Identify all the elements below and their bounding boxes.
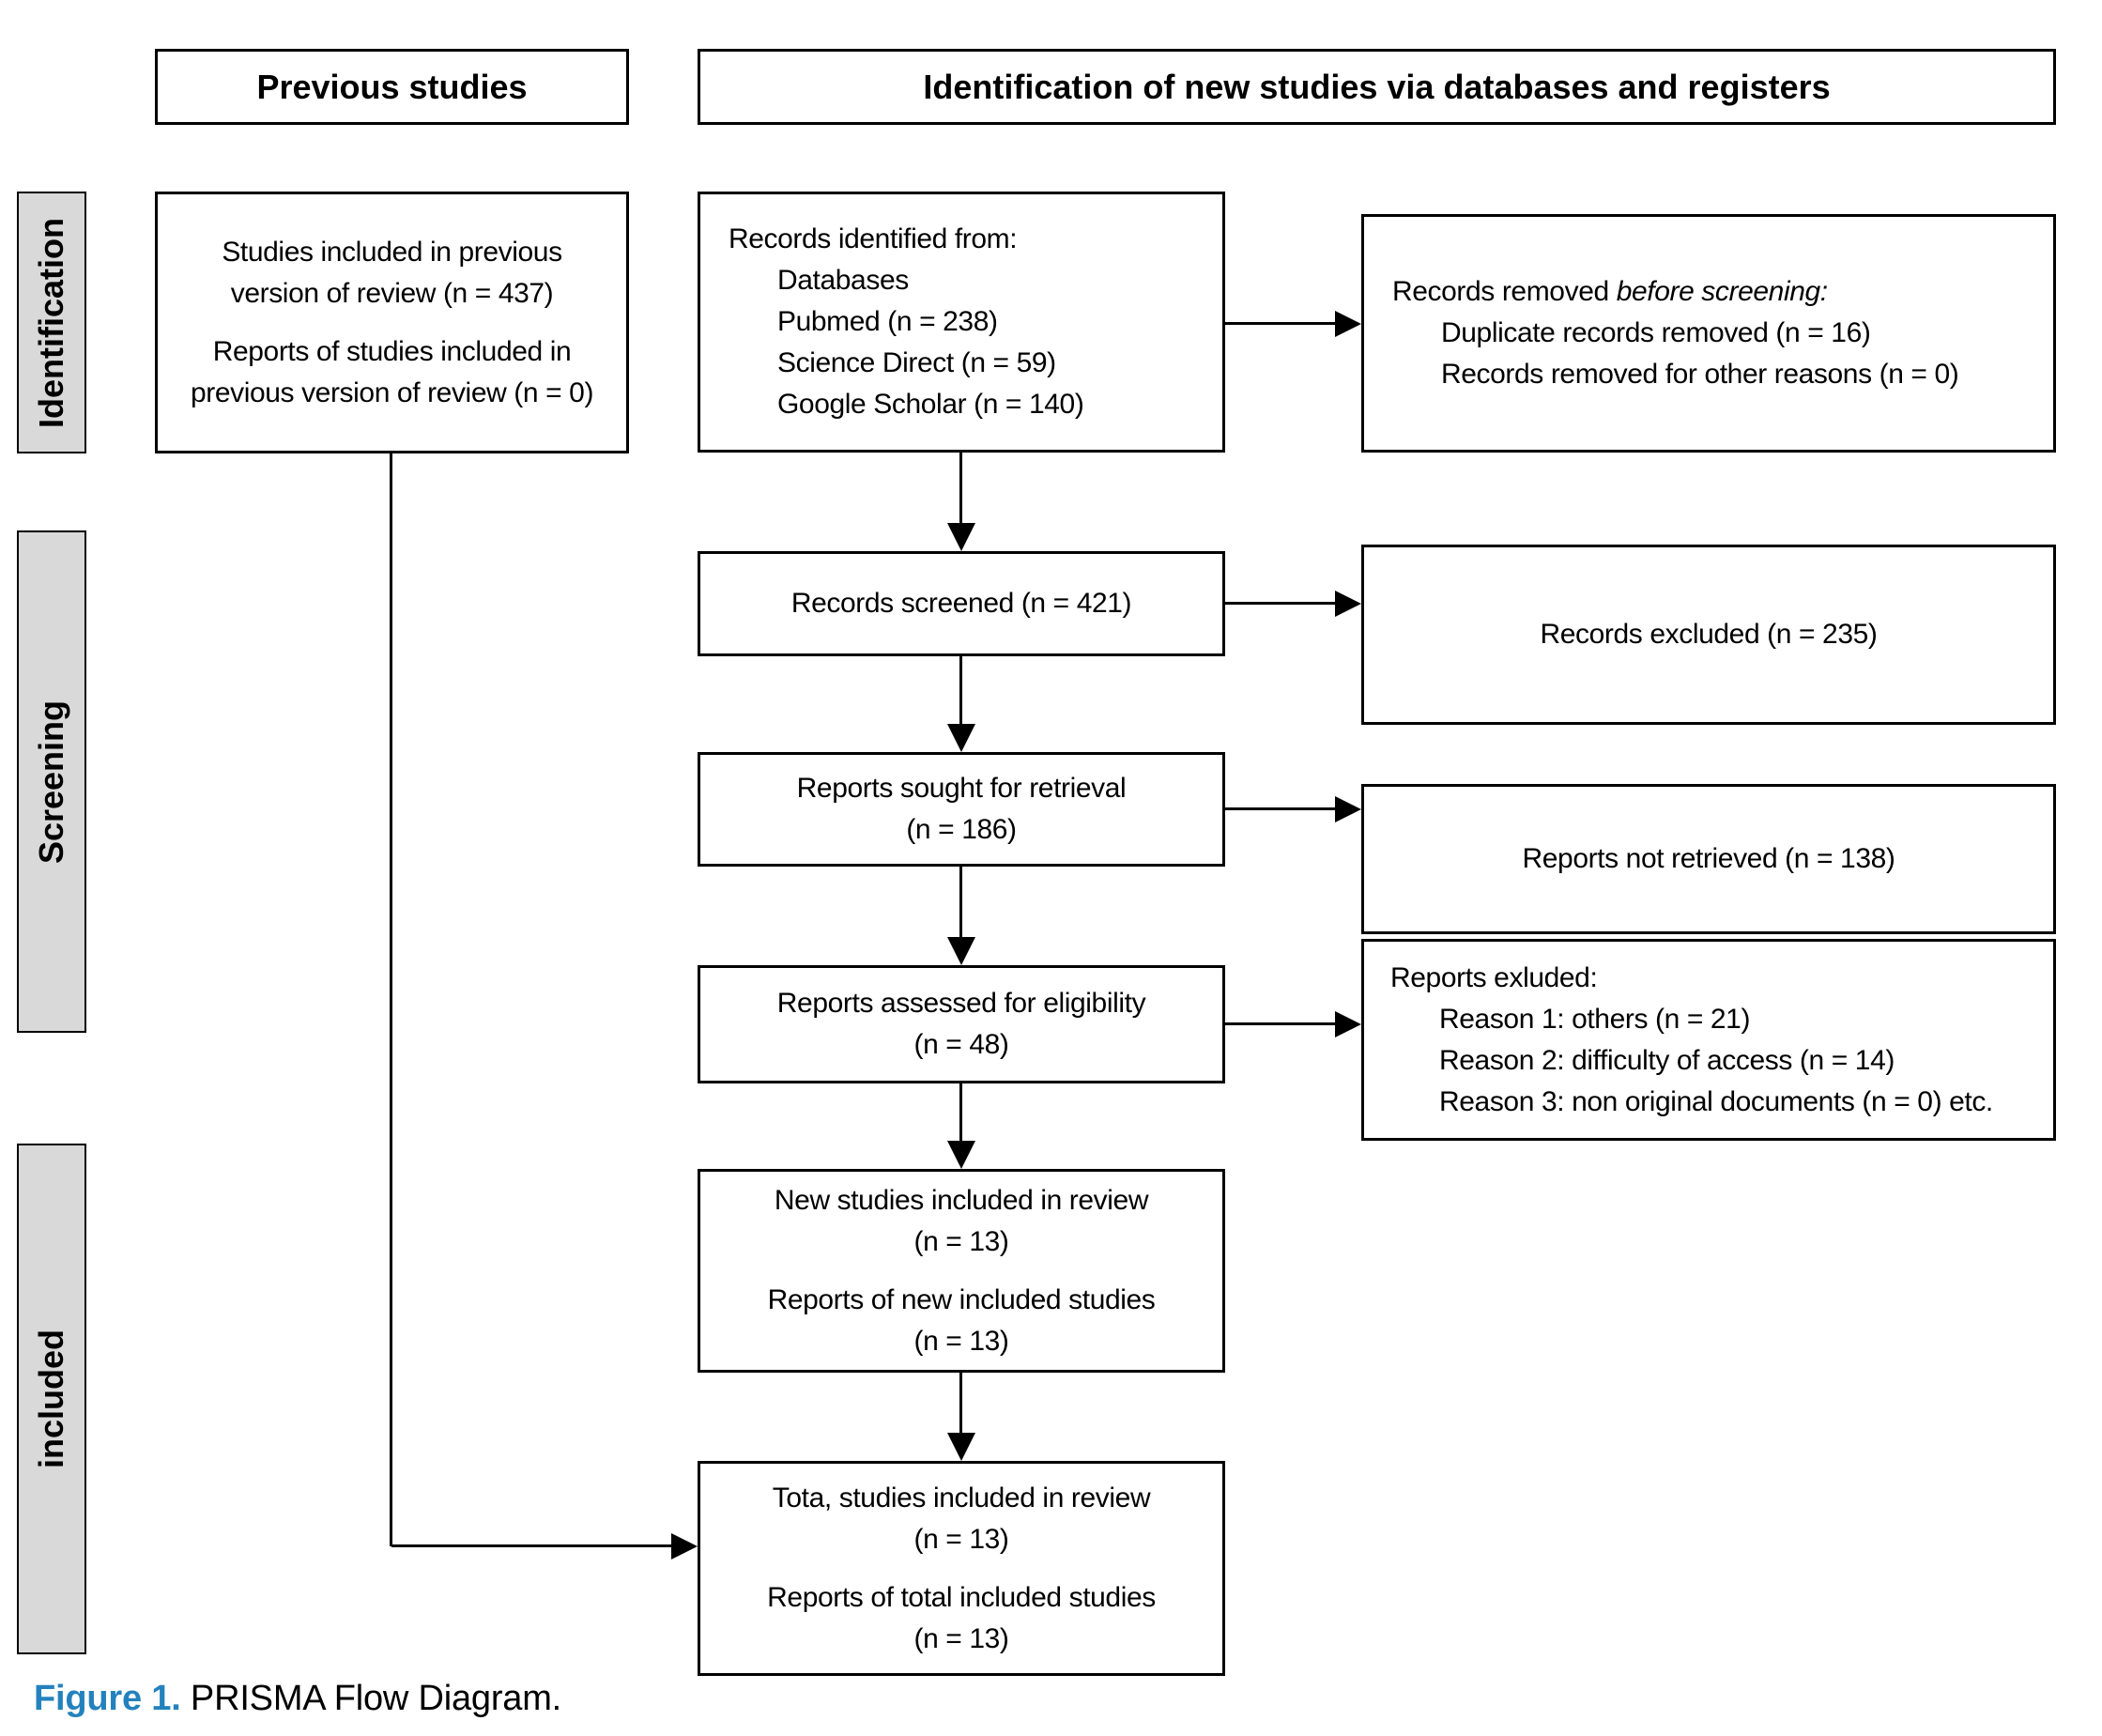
box-text: Reports assessed for eligibility <box>776 988 1146 1019</box>
arrow-right-icon <box>1335 591 1361 617</box>
connector-line <box>1225 807 1336 810</box>
phase-bar-identification: Identification <box>17 192 86 453</box>
box-text: Reason 1: others (n = 21) <box>1439 1003 1751 1035</box>
box-total-studies-included: Tota, studies included in review (n = 13… <box>698 1461 1225 1676</box>
box-text: (n = 13) <box>913 1622 1009 1654</box>
phase-label-identification: Identification <box>32 217 70 428</box>
box-text: (n = 13) <box>913 1225 1009 1257</box>
box-reports-excluded-reasons: Reports exluded: Reason 1: others (n = 2… <box>1361 939 2056 1141</box>
box-text: Science Direct (n = 59) <box>777 347 1056 378</box>
header-identification-new-studies: Identification of new studies via databa… <box>698 49 2056 125</box>
box-text: Records removed <box>1392 276 1617 307</box>
box-text: Reports of studies included in previous … <box>190 335 594 408</box>
box-text: Records excluded (n = 235) <box>1540 619 1878 650</box>
box-text: Reports not retrieved (n = 138) <box>1522 843 1895 874</box>
box-text: (n = 13) <box>913 1325 1009 1357</box>
box-records-excluded: Records excluded (n = 235) <box>1361 545 2056 725</box>
phase-label-screening: Screening <box>32 699 70 864</box>
connector-line <box>959 1373 962 1436</box>
box-text: Reports exluded: <box>1390 961 1598 993</box>
arrow-right-icon <box>671 1533 698 1559</box>
arrow-right-icon <box>1335 796 1361 822</box>
phase-bar-included: included <box>17 1144 86 1654</box>
header-previous-studies: Previous studies <box>155 49 629 125</box>
box-previous-studies-included: Studies included in previous version of … <box>155 192 629 453</box>
arrow-down-icon <box>947 1433 975 1461</box>
figure-caption: Figure 1. PRISMA Flow Diagram. <box>34 1679 561 1719</box>
connector-line <box>959 656 962 727</box>
box-text: Reports sought for retrieval <box>796 773 1127 804</box>
box-text: Reports of new included studies <box>767 1283 1156 1315</box>
connector-line <box>959 1083 962 1144</box>
phase-bar-screening: Screening <box>17 530 86 1033</box>
arrow-right-icon <box>1335 1011 1361 1037</box>
box-new-studies-included: New studies included in review (n = 13) … <box>698 1169 1225 1373</box>
box-records-screened: Records screened (n = 421) <box>698 551 1225 656</box>
box-text: Records screened (n = 421) <box>790 588 1132 619</box>
arrow-down-icon <box>947 523 975 551</box>
box-text: Tota, studies included in review <box>772 1482 1151 1513</box>
figure-caption-text: PRISMA Flow Diagram. <box>180 1679 562 1718</box>
connector-line <box>959 453 962 526</box>
arrow-down-icon <box>947 937 975 965</box>
box-reports-assessed: Reports assessed for eligibility (n = 48… <box>698 965 1225 1083</box>
connector-line <box>1225 602 1336 605</box>
connector-line <box>390 453 392 1546</box>
arrow-right-icon <box>1335 311 1361 337</box>
box-records-removed-before-screening: Records removed before screening: Duplic… <box>1361 214 2056 453</box>
arrow-down-icon <box>947 724 975 752</box>
arrow-down-icon <box>947 1141 975 1169</box>
connector-line <box>391 1544 673 1547</box>
box-text-italic: before screening: <box>1616 276 1828 307</box>
figure-caption-label: Figure 1. <box>34 1679 181 1718</box>
box-text: Pubmed (n = 238) <box>777 306 998 337</box>
box-text: Databases <box>777 265 909 296</box>
box-text: Records identified from: <box>729 223 1018 254</box>
box-text: Reason 2: difficulty of access (n = 14) <box>1439 1044 1895 1076</box>
box-text: Studies included in previous version of … <box>222 236 562 309</box>
connector-line <box>1225 1022 1336 1025</box>
box-reports-not-retrieved: Reports not retrieved (n = 138) <box>1361 784 2056 934</box>
box-text: (n = 48) <box>913 1029 1009 1060</box>
box-records-identified: Records identified from: Databases Pubme… <box>698 192 1225 453</box>
box-text: Google Scholar (n = 140) <box>777 389 1084 420</box>
box-reports-sought: Reports sought for retrieval (n = 186) <box>698 752 1225 867</box>
box-text: Records removed for other reasons (n = 0… <box>1441 359 1959 390</box>
box-text: New studies included in review <box>774 1184 1149 1216</box>
box-text: (n = 13) <box>913 1523 1009 1555</box>
box-text: Reports of total included studies <box>767 1581 1156 1613</box>
box-text: Reason 3: non original documents (n = 0)… <box>1439 1085 1993 1117</box>
box-text: Records removed before screening: <box>1392 271 1828 313</box>
connector-line <box>1225 322 1336 325</box>
box-text: Duplicate records removed (n = 16) <box>1441 317 1871 348</box>
phase-label-included: included <box>32 1329 71 1469</box>
connector-line <box>959 867 962 940</box>
box-text: (n = 186) <box>906 814 1017 845</box>
